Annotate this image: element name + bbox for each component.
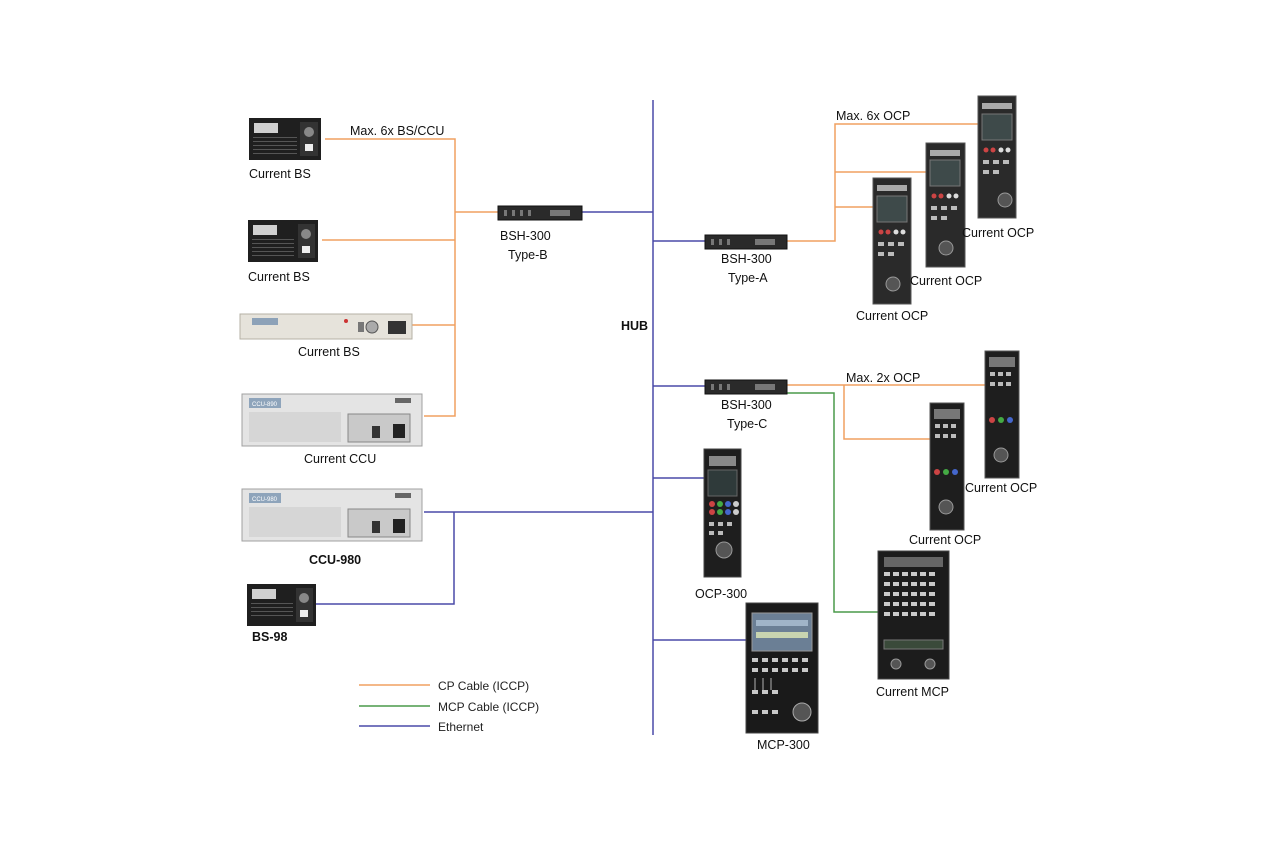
- eth-line-bs98: [316, 512, 455, 605]
- current-bs-3-device: [239, 313, 413, 340]
- current-mcp-device: [877, 550, 950, 680]
- current-ccu-label: Current CCU: [304, 452, 376, 466]
- cp-line-bs1: [325, 138, 456, 417]
- ccu-980-label: CCU-980: [309, 553, 361, 567]
- bsh-300-type-c-label-1: BSH-300: [721, 398, 772, 412]
- mcp-300-label: MCP-300: [757, 738, 810, 752]
- bsh-300-type-b-label-1: BSH-300: [500, 229, 551, 243]
- bs-98-device: [247, 584, 316, 626]
- ocp-a3-device: [977, 95, 1017, 219]
- legend: CP Cable (ICCP) MCP Cable (ICCP) Etherne…: [359, 679, 539, 734]
- ocp-300-label: OCP-300: [695, 587, 747, 601]
- bsh-300-type-c-device: [704, 379, 788, 395]
- mcp-cable-lines: [787, 392, 878, 613]
- cp-line-bsha-ocp: [787, 123, 978, 242]
- bsh-300-type-c-label-2: Type-C: [727, 417, 767, 431]
- bsh-300-type-b-label-2: Type-B: [508, 248, 548, 262]
- max-ocp-2-label: Max. 2x OCP: [846, 371, 920, 385]
- bsh-300-type-a-label-1: BSH-300: [721, 252, 772, 266]
- legend-eth-label: Ethernet: [438, 720, 484, 734]
- max-bs-ccu-label: Max. 6x BS/CCU: [350, 124, 444, 138]
- max-ocp-6-label: Max. 6x OCP: [836, 109, 910, 123]
- ocp-c2-label: Current OCP: [965, 481, 1037, 495]
- ocp-a2-label: Current OCP: [910, 274, 982, 288]
- legend-cp-label: CP Cable (ICCP): [438, 679, 529, 693]
- mcp-line-bshc-mcp: [787, 392, 878, 613]
- ocp-c1-label: Current OCP: [909, 533, 981, 547]
- current-bs-2-device: [248, 220, 318, 262]
- bs-98-label: BS-98: [252, 630, 287, 644]
- ocp-a2-device: [925, 142, 966, 268]
- ccu980-panel-text: CCU-980: [252, 497, 278, 503]
- current-bs-3-label: Current BS: [298, 345, 360, 359]
- cp-line-ocp-c1: [843, 385, 930, 440]
- ocp-a1-device: [872, 177, 912, 305]
- bsh-300-type-a-device: [704, 234, 788, 250]
- ccu-panel-text: CCU-890: [252, 402, 278, 408]
- current-mcp-label: Current MCP: [876, 685, 949, 699]
- hub-label: HUB: [621, 319, 648, 333]
- current-bs-2-label: Current BS: [248, 270, 310, 284]
- ethernet-lines: [316, 100, 746, 735]
- current-ccu-device: CCU-890: [241, 393, 423, 447]
- cp-cable-lines: [322, 123, 985, 440]
- ocp-a1-label: Current OCP: [856, 309, 928, 323]
- bsh-300-type-a-label-2: Type-A: [728, 271, 768, 285]
- ocp-a3-label: Current OCP: [962, 226, 1034, 240]
- ccu-980-device: CCU-980: [241, 488, 423, 542]
- legend-mcp-label: MCP Cable (ICCP): [438, 700, 539, 714]
- ocp-c1-device: [929, 402, 965, 531]
- ocp-300-device: [703, 448, 742, 578]
- bsh-300-type-b-device: [497, 205, 583, 221]
- current-bs-1-label: Current BS: [249, 167, 311, 181]
- ocp-c2-device: [984, 350, 1020, 479]
- mcp-300-device: [745, 602, 819, 734]
- current-bs-1-device: [249, 118, 321, 160]
